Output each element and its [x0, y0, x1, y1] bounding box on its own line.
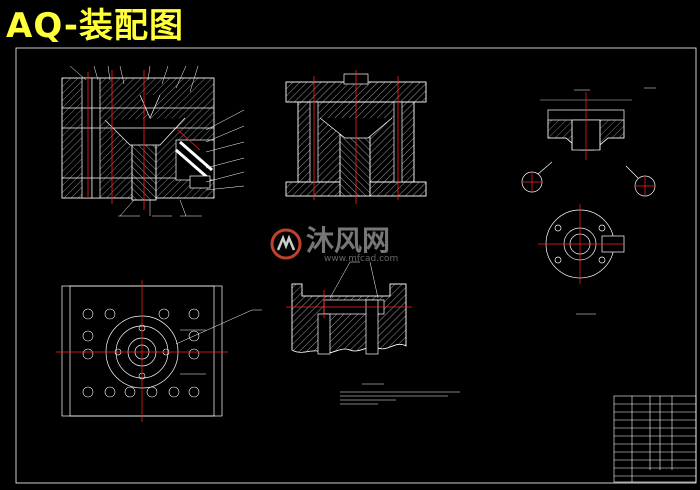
plan-view-holes — [82, 308, 206, 398]
watermark-brand: 沐风网 — [306, 224, 391, 257]
detail-circle-right — [625, 165, 656, 197]
partial-section-view — [291, 283, 407, 355]
plan-view-centerlines — [56, 280, 228, 422]
drawing-frame — [15, 47, 697, 484]
title-block — [613, 395, 697, 483]
watermark: 沐风网 www.mfcad.com — [268, 226, 438, 266]
partial-section-red-lines — [286, 290, 412, 318]
mfcad-logo-icon — [270, 228, 302, 260]
main-view-leaders — [69, 65, 245, 217]
main-view-red-lines — [87, 70, 201, 210]
plan-view-leader — [175, 309, 262, 345]
detail-circle-left — [521, 161, 553, 193]
side-view-red-lines — [313, 70, 399, 204]
product-view-label-marks — [574, 87, 656, 315]
watermark-url: www.mfcad.com — [324, 254, 399, 264]
product-top-view-centerlines — [538, 204, 624, 284]
partial-section-leaders — [329, 261, 379, 299]
main-section-view — [61, 77, 215, 201]
technical-notes — [340, 383, 460, 405]
drawing-title: AQ-装配图 — [6, 6, 184, 46]
